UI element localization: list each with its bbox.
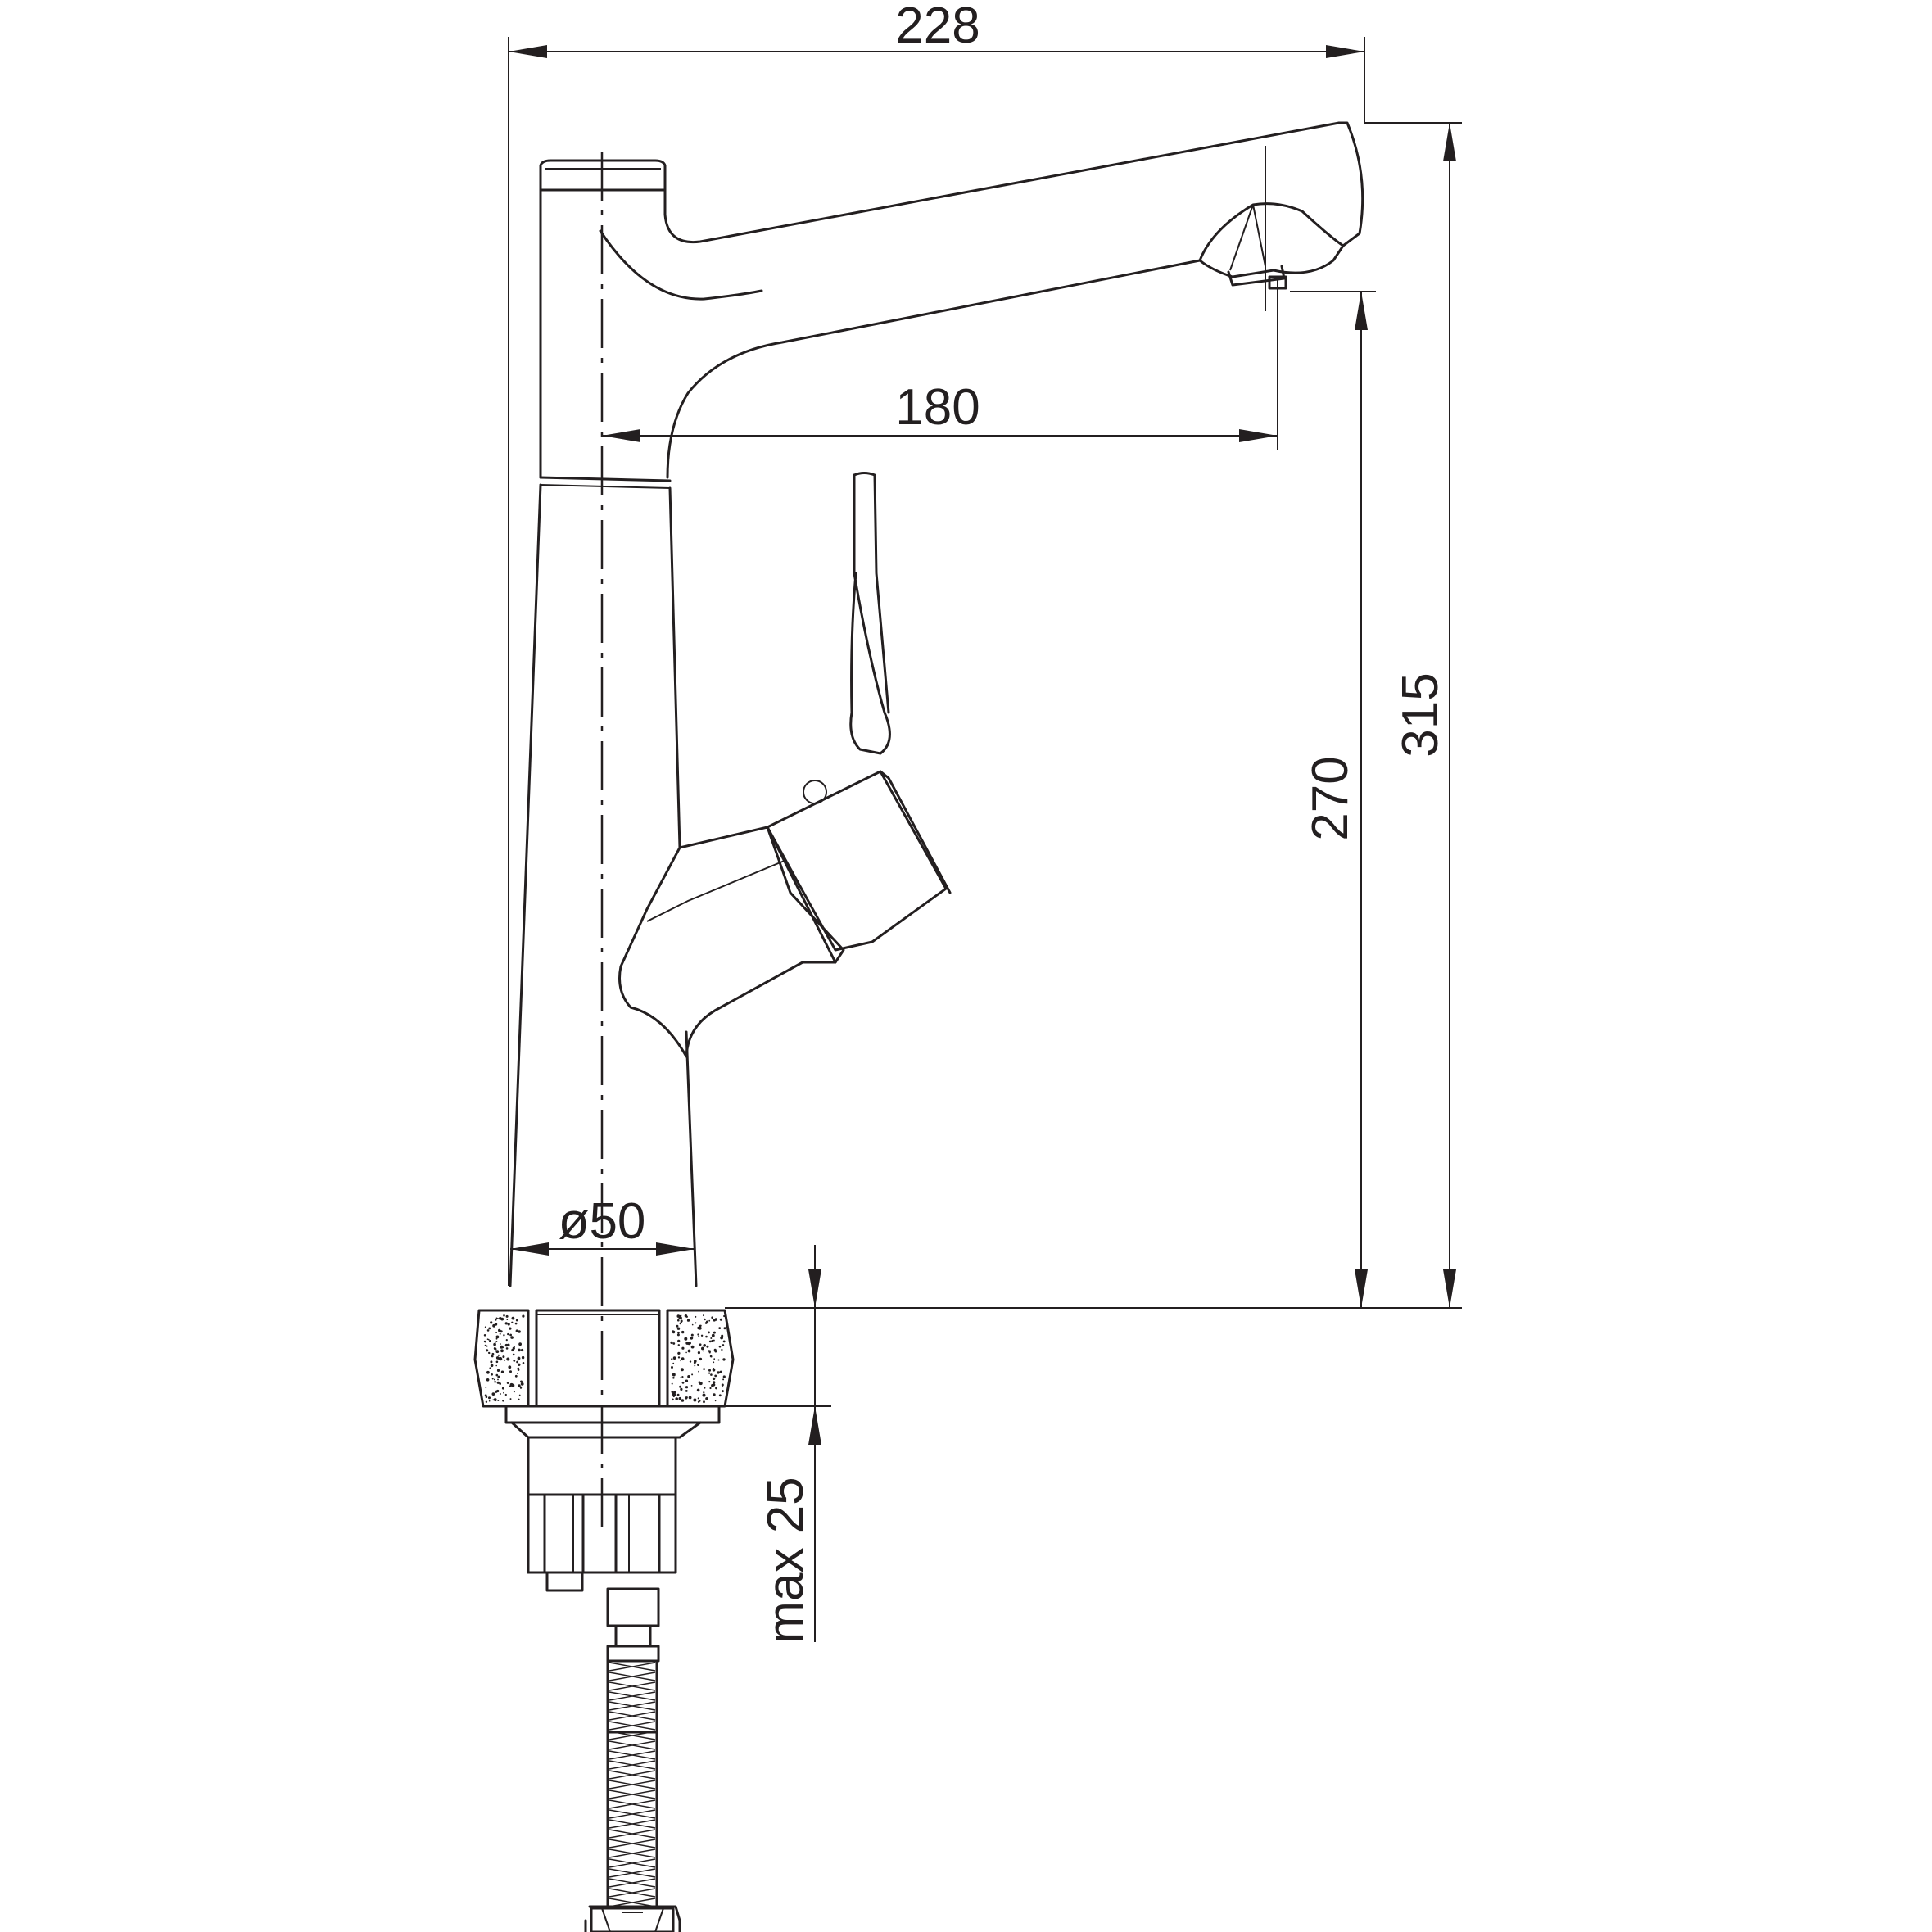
- column-right-edge-upper: [668, 486, 681, 849]
- countertop-section: [473, 1309, 735, 1663]
- lever-handle: [849, 473, 891, 755]
- spout-tip: [1337, 121, 1364, 247]
- countertop-right: [666, 1309, 735, 1408]
- braided-hose: [584, 1659, 681, 1932]
- column-left-edge: [509, 483, 542, 1287]
- mixer-body: [618, 826, 837, 1058]
- cartridge-housing: [766, 770, 948, 952]
- base-diameter-label: ø50: [559, 1193, 646, 1250]
- overall-width-label: 228: [895, 0, 980, 54]
- spout-upper-edge: [663, 121, 1341, 244]
- column-right-edge-lower: [685, 1030, 698, 1287]
- aerator: [1198, 202, 1345, 278]
- spout-reach-label: 180: [895, 379, 980, 436]
- dimension-lines: 228 180 315 270 ø50 max 25: [508, 0, 1462, 1644]
- faucet-body: [509, 121, 1364, 1287]
- hose-end-fitting: [584, 1905, 681, 1932]
- overall-height-label: 315: [1392, 672, 1449, 757]
- spout-crotch: [599, 229, 763, 301]
- mixer-lever: [618, 472, 952, 1058]
- outlet-height-label: 270: [1302, 756, 1359, 840]
- spout-lower-edge: [666, 259, 1201, 479]
- countertop-thickness-label: max 25: [758, 1477, 814, 1643]
